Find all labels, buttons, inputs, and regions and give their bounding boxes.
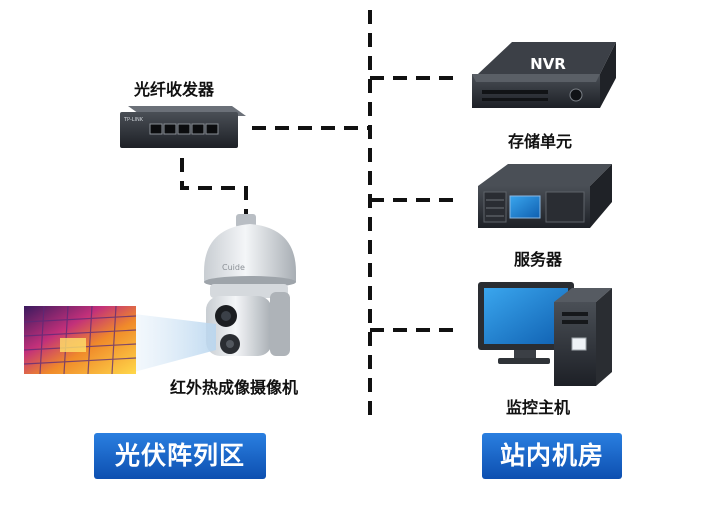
zone-label-pv-array: 光伏阵列区 xyxy=(94,433,266,479)
camera-link-line xyxy=(180,158,248,218)
zone-label-control-room: 站内机房 xyxy=(482,433,622,479)
nvr-badge: NVR xyxy=(530,55,566,73)
thermal-image-icon xyxy=(23,305,216,375)
camera-label: 红外热成像摄像机 xyxy=(170,378,299,397)
host-label: 监控主机 xyxy=(506,398,571,417)
switch-label: 光纤收发器 xyxy=(134,80,215,99)
server-label: 服务器 xyxy=(514,250,563,269)
nvr-recorder-icon: NVR xyxy=(472,42,616,108)
connection-lines xyxy=(180,10,462,418)
ptz-thermal-camera-icon: Cuide xyxy=(204,214,296,356)
switch-brand: TP-LINK xyxy=(123,117,144,123)
rack-server-icon xyxy=(478,164,612,228)
camera-brand: Cuide xyxy=(222,263,245,272)
fiber-transceiver-icon: TP-LINK xyxy=(120,106,246,148)
desktop-computer-icon xyxy=(478,282,612,386)
nvr-label: 存储单元 xyxy=(508,132,573,151)
